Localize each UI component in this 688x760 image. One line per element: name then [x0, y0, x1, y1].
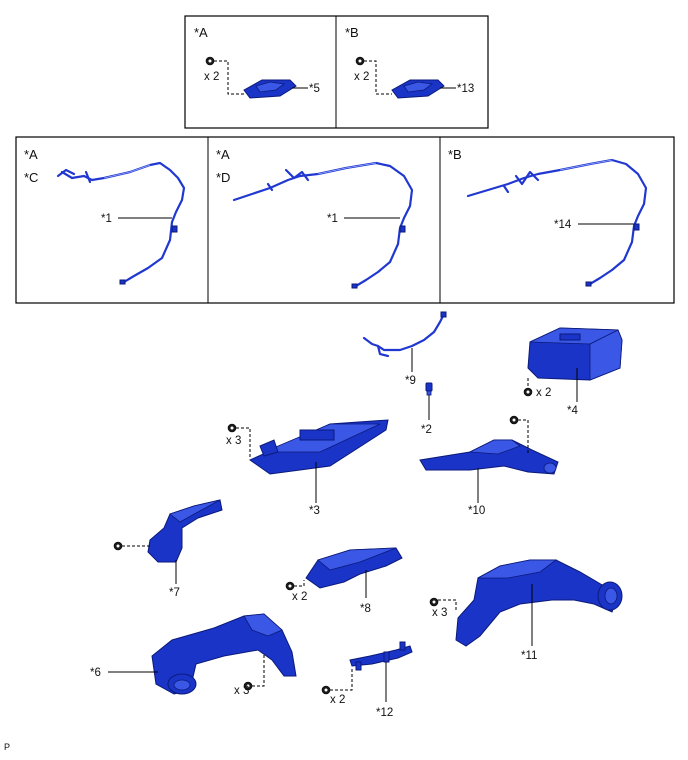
dash-lead-top-b: [364, 60, 392, 95]
part-11-duct: [455, 559, 623, 647]
label-part-7: *7: [169, 587, 180, 599]
part-10-duct: [419, 439, 559, 475]
label-part-10: *10: [468, 505, 485, 517]
label-part-1-panel2: *1: [327, 213, 338, 225]
part-8-duct: [305, 547, 403, 589]
part-3-tray: [248, 419, 389, 475]
label-part-9: *9: [405, 375, 416, 387]
clip-icon: [113, 541, 123, 551]
dash-lead-part-11: [438, 599, 457, 610]
label-variant-b-panel3: *B: [448, 147, 462, 162]
label-variant-d-panel2: *D: [216, 170, 230, 185]
part-12-bracket: [349, 641, 413, 671]
footer-code: P: [4, 742, 10, 752]
qty-x2-part-4: x 2: [536, 387, 551, 399]
label-part-12: *12: [376, 707, 393, 719]
dash-lead-part-10: [518, 419, 529, 454]
dash-lead-part-8: [294, 580, 305, 587]
label-part-2: *2: [421, 424, 432, 436]
clip-icon: [429, 597, 439, 607]
label-part-13: *13: [457, 83, 474, 95]
qty-x3-part-11: x 3: [432, 607, 447, 619]
part-5-sensor: [243, 79, 297, 99]
qty-x2-top-b: x 2: [354, 71, 369, 83]
label-variant-a-top: *A: [194, 25, 208, 40]
label-part-3: *3: [309, 505, 320, 517]
clip-icon: [321, 685, 331, 695]
clip-icon: [227, 423, 237, 433]
part-1-harness-panel2: [232, 161, 414, 289]
harness-box-group: *A *C *1 *A *D *1 *B: [15, 136, 675, 304]
clip-icon: [205, 56, 215, 66]
clip-icon: [523, 387, 533, 397]
qty-x3-part-3: x 3: [226, 435, 241, 447]
dash-lead-part-6: [252, 654, 265, 687]
qty-x2-top-a: x 2: [204, 71, 219, 83]
label-part-6: *6: [90, 667, 101, 679]
label-variant-a-panel2: *A: [216, 147, 230, 162]
label-part-8: *8: [360, 603, 371, 615]
qty-x3-part-6: x 3: [234, 685, 249, 697]
clip-icon: [285, 581, 295, 591]
dash-lead-part-12: [330, 668, 353, 691]
part-9-wire: [362, 311, 447, 358]
dash-lead-top-a: [214, 60, 244, 95]
label-part-11: *11: [521, 650, 537, 662]
clip-icon: [509, 415, 519, 425]
part-13-sensor: [391, 79, 445, 99]
label-part-1-panel1: *1: [101, 213, 112, 225]
part-1-harness-panel1: [56, 161, 186, 285]
label-variant-c-panel1: *C: [24, 170, 38, 185]
top-box-group: *A x 2 *5 *B x 2 *13: [184, 15, 489, 129]
label-variant-b-top: *B: [345, 25, 359, 40]
qty-x2-part-8: x 2: [292, 591, 307, 603]
part-6-duct: [151, 613, 297, 695]
clip-icon: [243, 681, 253, 691]
part-7-duct: [147, 499, 223, 563]
part-14-harness-panel3: [466, 158, 648, 287]
part-4-module: [527, 327, 623, 381]
label-part-5: *5: [309, 83, 320, 95]
qty-x2-part-12: x 2: [330, 694, 345, 706]
label-part-14: *14: [554, 219, 572, 231]
label-variant-a-panel1: *A: [24, 147, 38, 162]
label-part-4: *4: [567, 405, 578, 417]
clip-icon: [355, 56, 365, 66]
part-2-sensor: [425, 382, 433, 396]
harness-box-outline: [15, 136, 675, 304]
